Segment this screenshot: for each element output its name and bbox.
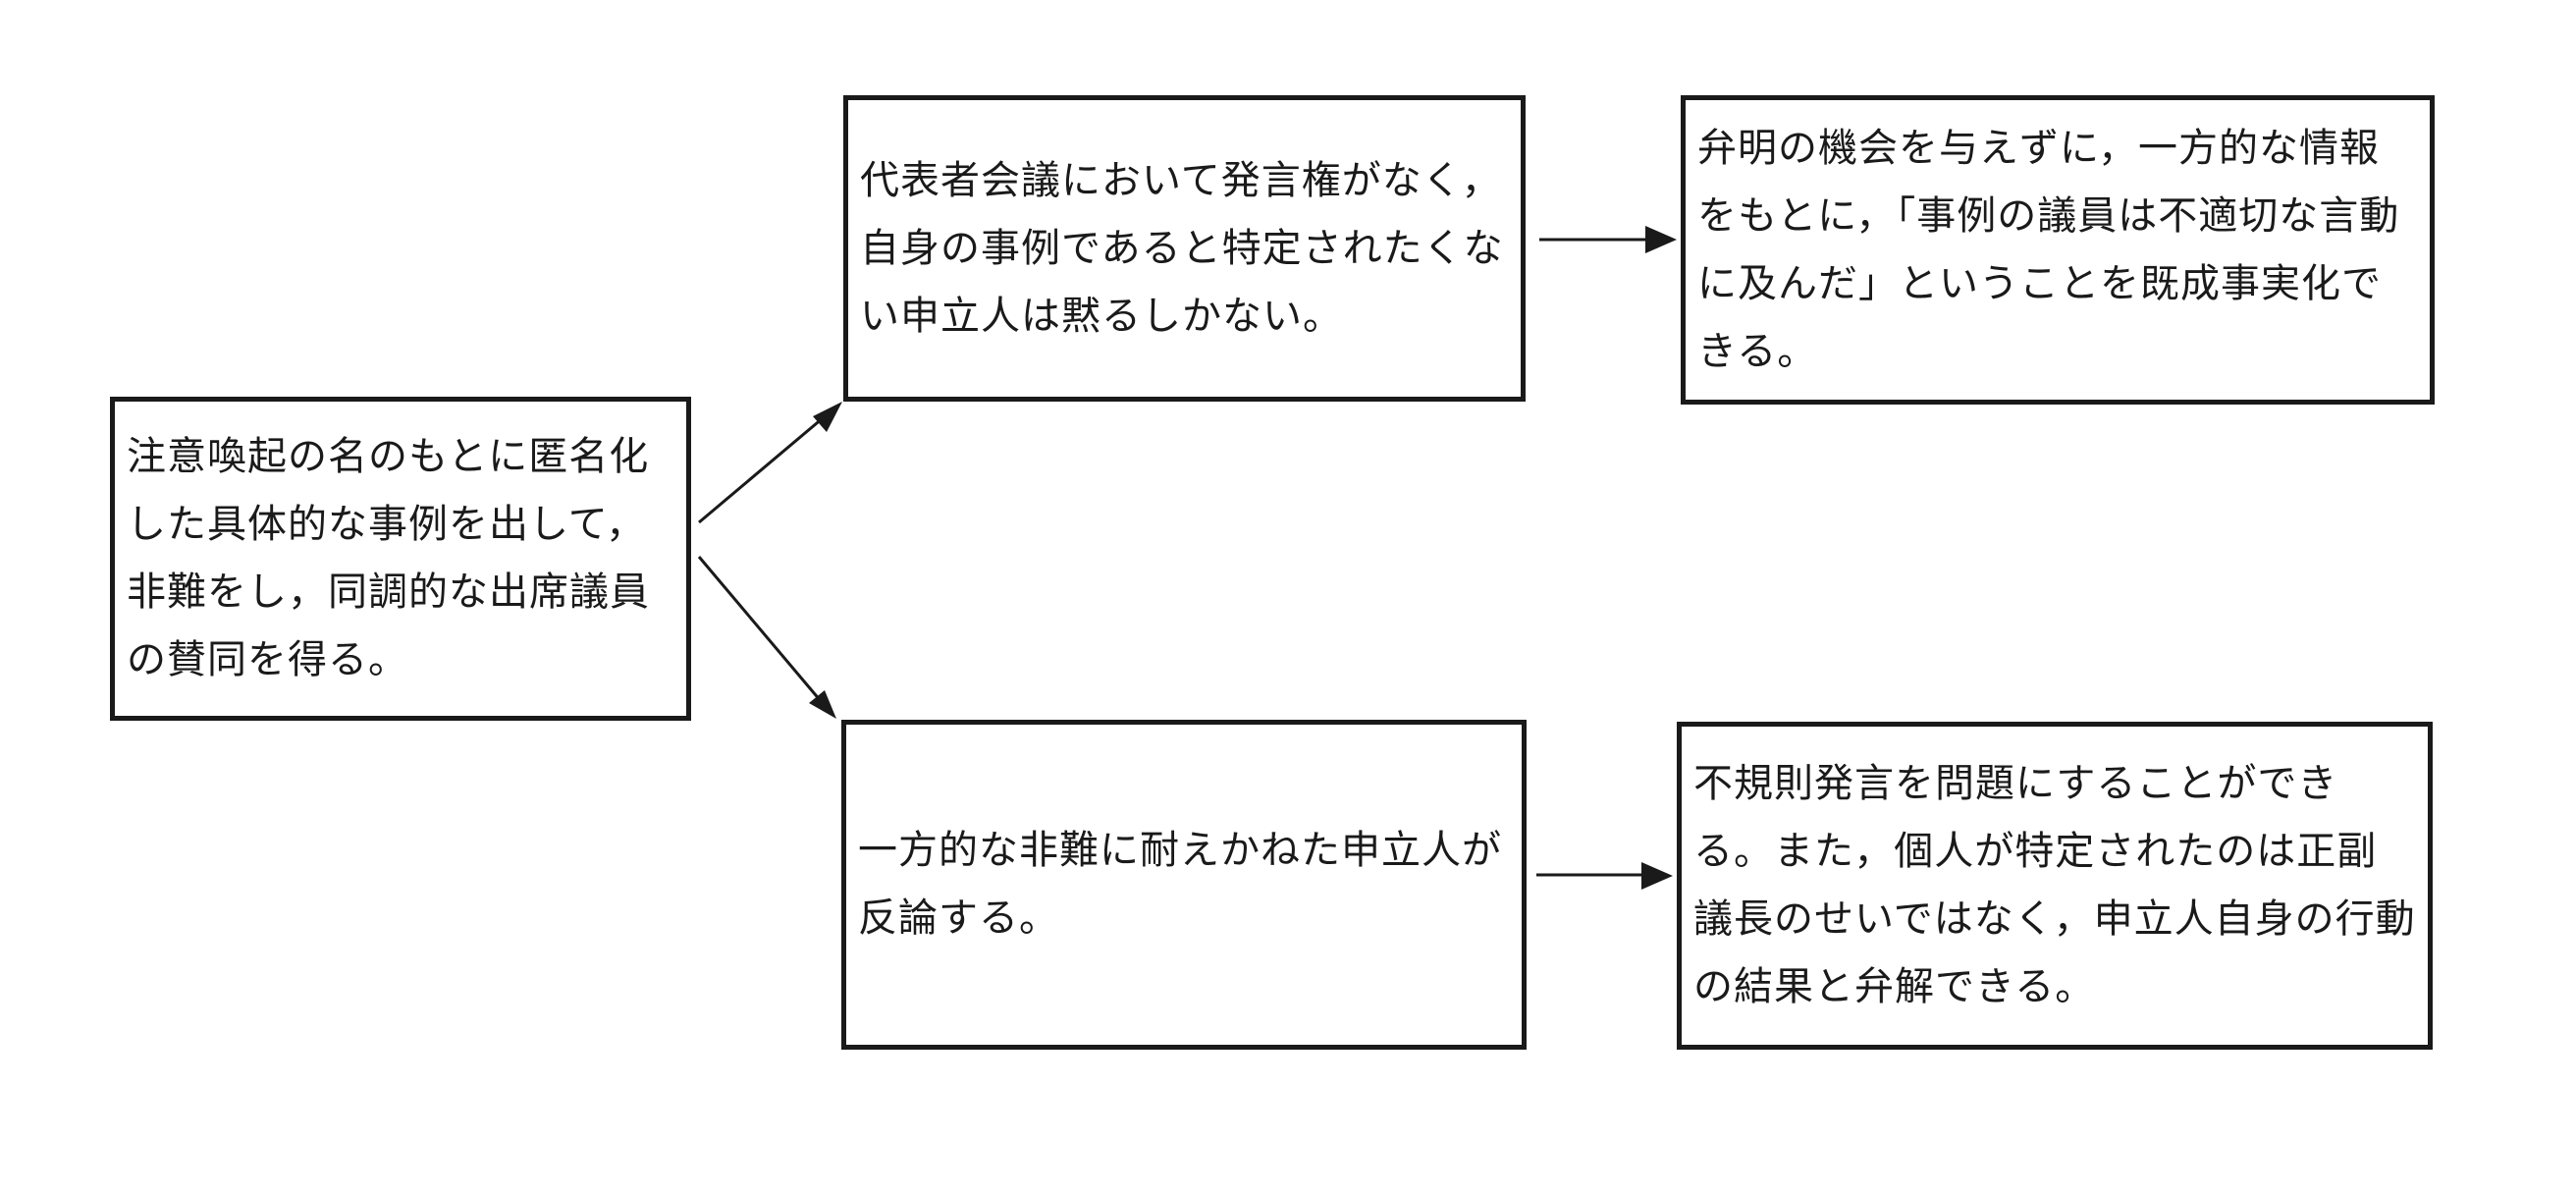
node-bottom-middle: 一方的な非難に耐えかねた申立人が反論する。 (841, 720, 1527, 1050)
arrowhead-top-end (1645, 226, 1677, 253)
node-start: 注意喚起の名のもとに匿名化した具体的な事例を出して，非難をし，同調的な出席議員の… (110, 397, 691, 721)
node-top-middle-text: 代表者会議において発言権がなく，自身の事例であると特定されたくない申立人は黙るし… (860, 157, 1504, 339)
arrowhead-bottom-end (1641, 862, 1673, 890)
node-top-end-text: 弁明の機会を与えずに，一方的な情報をもとに，「事例の議員は不適切な言動に及んだ」… (1697, 125, 2400, 374)
node-start-text: 注意喚起の名のもとに匿名化した具体的な事例を出して，非難をし，同調的な出席議員の… (127, 434, 650, 682)
node-bottom-middle-text: 一方的な非難に耐えかねた申立人が反論する。 (858, 828, 1502, 941)
arrowhead-bottom-middle (809, 690, 836, 719)
node-bottom-end-text: 不規則発言を問題にすることができる。また，個人が特定されたのは正副議長のせいでは… (1693, 761, 2416, 1009)
edge-start-to-bottom-middle (697, 556, 823, 702)
node-bottom-end: 不規則発言を問題にすることができる。また，個人が特定されたのは正副議長のせいでは… (1677, 722, 2433, 1050)
edge-start-to-top-middle (698, 410, 831, 524)
node-top-end: 弁明の機会を与えずに，一方的な情報をもとに，「事例の議員は不適切な言動に及んだ」… (1681, 95, 2435, 405)
arrowhead-top-middle (813, 402, 842, 432)
node-top-middle: 代表者会議において発言権がなく，自身の事例であると特定されたくない申立人は黙るし… (843, 95, 1526, 402)
